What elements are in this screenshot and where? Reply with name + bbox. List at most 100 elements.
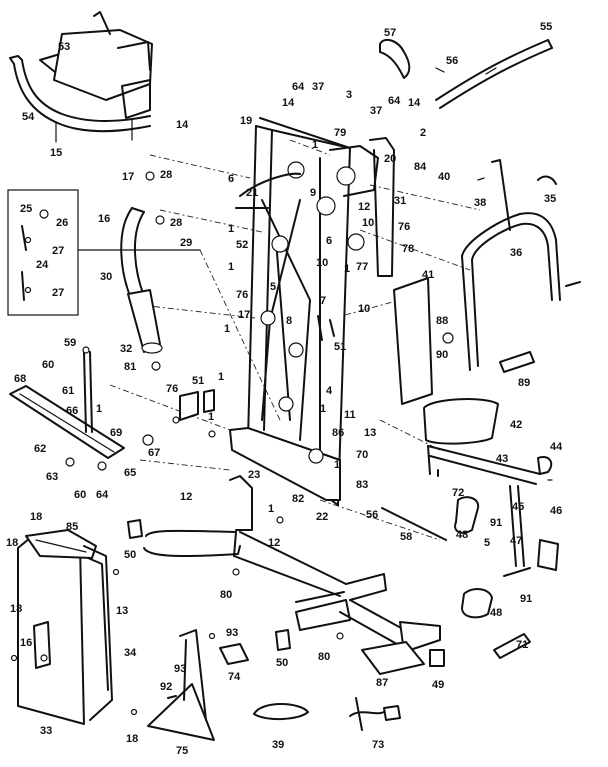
callout-1: 1: [228, 223, 234, 235]
callout-17: 17: [122, 171, 134, 183]
callout-73: 73: [372, 739, 384, 751]
callout-55: 55: [540, 21, 552, 33]
callout-88: 88: [436, 315, 448, 327]
callout-14: 14: [282, 97, 295, 109]
callout-30: 30: [100, 271, 112, 283]
callouts: 53 54 15 14 57 56 55 64 37 14 3 37 64 14…: [6, 21, 563, 757]
callout-51: 51: [192, 375, 204, 387]
callout-46: 46: [550, 505, 562, 517]
callout-24: 24: [36, 259, 49, 271]
callout-5: 5: [484, 537, 490, 549]
callout-48: 48: [490, 607, 502, 619]
callout-1: 1: [268, 503, 274, 515]
callout-31: 31: [394, 195, 406, 207]
callout-84: 84: [414, 161, 427, 173]
callout-1: 1: [224, 323, 230, 335]
callout-48: 48: [456, 529, 468, 541]
callout-85: 85: [66, 521, 78, 533]
callout-35: 35: [544, 193, 556, 205]
callout-92: 92: [160, 681, 172, 693]
callout-83: 83: [356, 479, 368, 491]
callout-22: 22: [316, 511, 328, 523]
callout-77: 77: [356, 261, 368, 273]
seat-assembly: [423, 398, 559, 619]
callout-42: 42: [510, 419, 522, 431]
callout-19: 19: [240, 115, 252, 127]
callout-76: 76: [236, 289, 248, 301]
callout-1: 1: [208, 411, 214, 423]
callout-40: 40: [438, 171, 450, 183]
tube-and-knob: [442, 332, 535, 373]
callout-27: 27: [52, 287, 64, 299]
callout-23: 23: [248, 469, 260, 481]
callout-41: 41: [422, 269, 434, 281]
callout-11: 11: [344, 409, 356, 421]
callout-47: 47: [510, 535, 522, 547]
callout-52: 52: [236, 239, 248, 251]
callout-15: 15: [50, 147, 62, 159]
callout-26: 26: [56, 217, 68, 229]
callout-60: 60: [42, 359, 54, 371]
callout-57: 57: [384, 27, 396, 39]
callout-74: 74: [228, 671, 241, 683]
callout-76: 76: [398, 221, 410, 233]
callout-28: 28: [170, 217, 182, 229]
callout-80: 80: [318, 651, 330, 663]
callout-10: 10: [358, 303, 370, 315]
callout-79: 79: [334, 127, 346, 139]
callout-37: 37: [312, 81, 324, 93]
callout-49: 49: [432, 679, 444, 691]
callout-13: 13: [364, 427, 376, 439]
callout-60: 60: [74, 489, 86, 501]
callout-56: 56: [366, 509, 378, 521]
base-frame: [143, 475, 441, 675]
callout-67: 67: [148, 447, 160, 459]
callout-27: 27: [52, 245, 64, 257]
callout-10: 10: [316, 257, 328, 269]
callout-89: 89: [518, 377, 530, 389]
callout-12: 12: [358, 201, 370, 213]
callout-33: 33: [40, 725, 52, 737]
callout-17: 17: [238, 309, 250, 321]
pulley-bracket: [235, 137, 395, 277]
callout-53: 53: [58, 41, 70, 53]
callout-7: 7: [320, 295, 326, 307]
callout-29: 29: [180, 237, 192, 249]
cable-and-connector: [253, 697, 401, 731]
callout-91: 91: [520, 593, 532, 605]
chain-and-bar: [379, 38, 553, 109]
callout-43: 43: [496, 453, 508, 465]
callout-39: 39: [272, 739, 284, 751]
callout-51: 51: [334, 341, 346, 353]
callout-63: 63: [46, 471, 58, 483]
callout-5: 5: [270, 281, 276, 293]
callout-76: 76: [166, 383, 178, 395]
callout-21: 21: [246, 187, 258, 199]
press-arm: [120, 171, 165, 371]
back-cushion: [393, 277, 433, 405]
callout-4: 4: [326, 385, 333, 397]
callout-54: 54: [22, 111, 35, 123]
callout-6: 6: [326, 235, 332, 247]
callout-1: 1: [228, 261, 234, 273]
callout-36: 36: [510, 247, 522, 259]
callout-12: 12: [180, 491, 192, 503]
callout-72: 72: [452, 487, 464, 499]
back-pad-assembly: [9, 11, 153, 143]
callout-50: 50: [124, 549, 136, 561]
rod: [381, 507, 447, 541]
callout-6: 6: [228, 173, 234, 185]
callout-64: 64: [292, 81, 305, 93]
callout-64: 64: [388, 95, 401, 107]
callout-86: 86: [332, 427, 344, 439]
callout-16: 16: [20, 637, 32, 649]
callout-1: 1: [218, 371, 224, 383]
callout-1: 1: [344, 263, 350, 275]
callout-25: 25: [20, 203, 32, 215]
callout-37: 37: [370, 105, 382, 117]
callout-28: 28: [160, 169, 172, 181]
callout-14: 14: [176, 119, 189, 131]
callout-64: 64: [96, 489, 109, 501]
callout-1: 1: [96, 403, 102, 415]
